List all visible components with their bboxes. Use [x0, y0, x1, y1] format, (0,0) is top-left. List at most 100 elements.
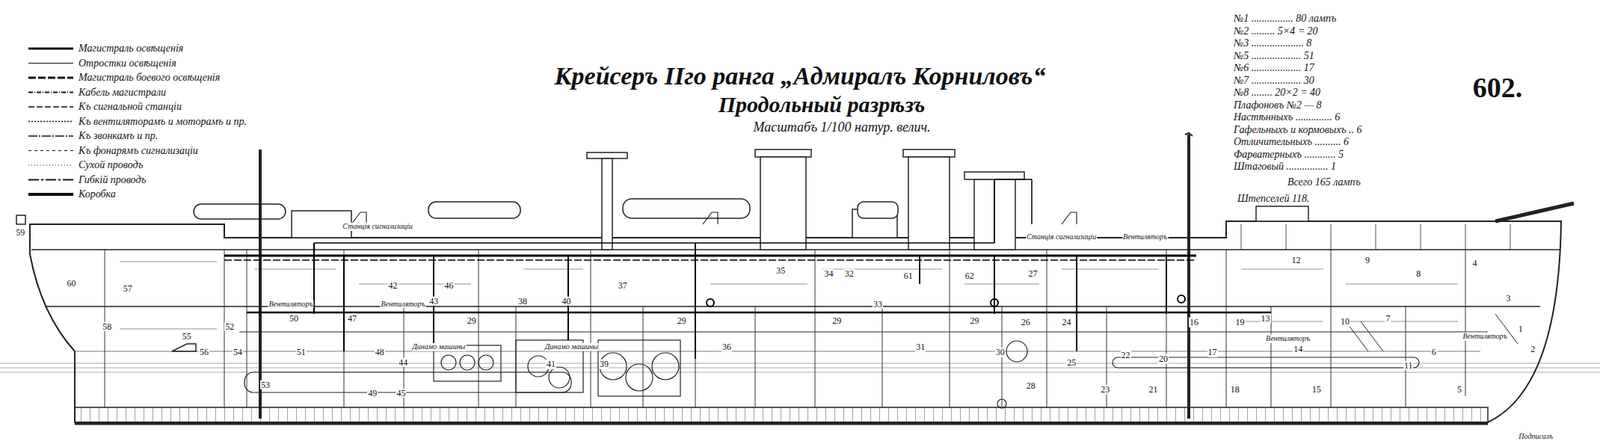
callout-number: 44: [397, 357, 409, 368]
drawing-stroke: [548, 367, 570, 389]
part-label: Вентиляторъ: [1461, 332, 1508, 341]
callout-number: 10: [1339, 317, 1351, 327]
part-label: Вентиляторъ: [1122, 232, 1168, 241]
drawing-stroke: [478, 355, 494, 371]
drawing-stroke: [1241, 224, 1511, 250]
drawing-stroke: [702, 212, 718, 225]
legend-sample: [28, 179, 74, 181]
legend-text: Сухой проводъ: [78, 160, 144, 172]
wiring: [224, 179, 1272, 359]
callout-number: 9: [1364, 255, 1371, 266]
part-label: Станція сигнализаціи: [1025, 232, 1097, 241]
drawing-stroke: [74, 423, 1488, 426]
lamp-table-row: Фарватерныхъ ............ 5: [1233, 148, 1344, 160]
drawing-stroke: [224, 254, 1197, 258]
callout-number: 32: [844, 269, 855, 279]
callout-number: 62: [964, 270, 975, 281]
callout-number: 25: [1066, 357, 1077, 368]
callout-number: 13: [1260, 314, 1272, 324]
legend-text: Отростки освѣщенія: [78, 57, 177, 69]
callout-number: 39: [598, 359, 610, 370]
drawing-stroke: [760, 157, 806, 250]
drawing-stroke: [903, 149, 955, 158]
callout-number: 12: [1291, 255, 1302, 266]
lamp-table-row: Штаговый ................ 1: [1233, 161, 1337, 173]
callout-number: 24: [1060, 317, 1072, 328]
callout-number: 35: [775, 265, 786, 276]
superstructure: [16, 149, 1309, 250]
drawing-stroke: [990, 299, 999, 307]
drawing-title: Крейсеръ IIго ранга „Адмиралъ Корниловъ“: [554, 62, 1046, 90]
lamp-table-row: №8 ........ 20×2 = 40: [1233, 87, 1321, 99]
callout-number: 59: [14, 228, 26, 238]
drawing-stroke: [622, 198, 750, 219]
callout-number: 61: [903, 270, 914, 281]
legend-text: Къ фонарямъ сигнализаціи: [78, 145, 199, 157]
machinery: [433, 340, 1028, 409]
drawing-stroke: [1061, 212, 1077, 225]
callout-number: 21: [1147, 385, 1159, 395]
callout-number: 17: [1207, 347, 1218, 358]
lamp-table-row: №1 ................ 80 лампъ: [1233, 13, 1337, 25]
callout-number: 31: [915, 342, 926, 353]
lamp-table-row: Гафельныхъ и кормовыхъ .. 6: [1233, 124, 1362, 136]
drawing-stroke: [857, 201, 898, 219]
drawing-stroke: [119, 261, 1458, 329]
part-label: Станція сигнализаціи: [341, 222, 413, 232]
drawing-stroke: [601, 158, 613, 250]
callout-number: 8: [1415, 269, 1422, 279]
callout-number: 53: [260, 379, 271, 390]
drawing-stroke: [706, 299, 715, 307]
callout-number: 60: [66, 278, 78, 289]
callout-number: 58: [101, 322, 113, 332]
part-label: Вентиляторъ: [267, 300, 314, 309]
legend-sample: [28, 47, 74, 51]
callout-number: 5: [1456, 385, 1463, 395]
lamp-table-row: №6 ................... 17: [1233, 62, 1315, 75]
callout-number: 54: [232, 347, 243, 358]
lamp-table-row: Всего 165 лампъ: [1287, 177, 1361, 189]
drawing-stroke: [224, 259, 1197, 261]
drawing-stroke: [997, 399, 1007, 409]
part-label: Подписалъ: [1517, 432, 1554, 442]
callout-number: 1: [1517, 323, 1524, 334]
drawing-stroke: [104, 249, 1466, 408]
drawing-stroke: [1345, 314, 1518, 352]
drawing-stroke: [74, 351, 1481, 353]
callout-number: 34: [823, 269, 834, 279]
callout-number: 22: [1120, 350, 1132, 361]
drawing-stroke: [0, 372, 1600, 374]
callout-number: 41: [545, 359, 557, 370]
legend-text: Кабель магистрали: [78, 86, 166, 98]
drawing-stroke: [625, 364, 653, 392]
sheet-number: 602.: [1472, 73, 1523, 104]
lamp-table-row: Штепселей 118.: [1237, 193, 1310, 205]
drawing-stroke: [1185, 133, 1193, 137]
callout-number: 48: [374, 347, 386, 358]
callout-number: 29: [466, 315, 478, 326]
callout-number: 55: [181, 331, 193, 342]
scale-note: Масштабъ 1/100 натур. велич.: [752, 120, 931, 135]
legend-sample: [28, 121, 74, 123]
drawing-stroke: [598, 340, 681, 397]
drawing-stroke: [16, 215, 26, 225]
drawing-stroke: [1006, 340, 1028, 362]
lamp-table-row: Настѣнныхъ .............. 6: [1233, 112, 1340, 124]
drawing-stroke: [908, 157, 950, 250]
part-label: Вентиляторъ: [380, 300, 427, 309]
drawing-stroke: [314, 179, 1167, 359]
legend-sample: [28, 150, 74, 152]
callout-number: 45: [395, 388, 406, 398]
part-label: Вентиляторъ: [1265, 334, 1311, 344]
legend-sample: [28, 165, 74, 166]
legend-text: Къ вентиляторамъ и моторамъ и пр.: [78, 115, 247, 128]
callout-number: 51: [296, 347, 307, 358]
callout-number: 19: [1234, 317, 1245, 328]
drawing-stroke: [193, 204, 286, 220]
drawing-stroke: [171, 343, 196, 352]
callout-number: 40: [561, 296, 572, 306]
lamp-table-row: №5 ................... 51: [1233, 50, 1315, 62]
drawing-stroke: [441, 355, 457, 371]
legend-sample: [28, 192, 74, 196]
